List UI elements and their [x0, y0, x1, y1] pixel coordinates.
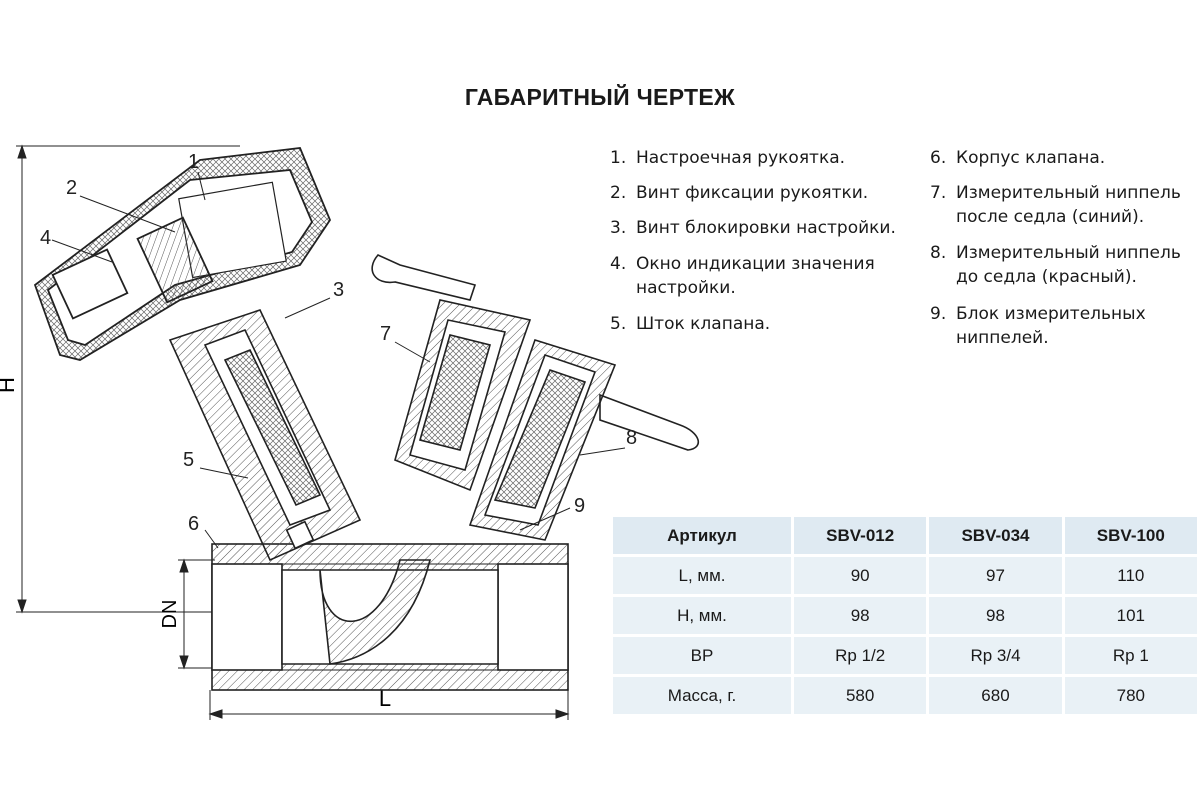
- valve-body: [211, 543, 569, 691]
- specs-table: Артикул SBV-012 SBV-034 SBV-100 L, мм. 9…: [610, 514, 1200, 717]
- legend-text: Блок измерительных: [956, 304, 1146, 324]
- table-cell: 680: [929, 677, 1062, 714]
- table-cell: L, мм.: [613, 557, 791, 594]
- table-cell: 101: [1064, 597, 1197, 634]
- table-cell: 97: [929, 557, 1062, 594]
- callout-5: 5: [183, 449, 194, 471]
- legend-text: Измерительный ниппель: [956, 183, 1181, 203]
- callout-1: 1: [188, 151, 199, 173]
- legend-item-5: 5. Шток клапана.: [610, 312, 770, 336]
- table-row: L, мм. 90 97 110: [613, 557, 1197, 594]
- table-cell: 90: [794, 557, 927, 594]
- legend-text: Шток клапана.: [636, 314, 771, 334]
- legend-text-cont: настройки.: [636, 278, 736, 298]
- dimension-h-label: H: [0, 377, 19, 393]
- legend-num: 3.: [610, 218, 627, 238]
- legend-num: 2.: [610, 183, 627, 203]
- table-cell: Rp 1/2: [794, 637, 927, 674]
- dimension-l: [208, 690, 570, 720]
- legend-num: 9.: [930, 304, 947, 324]
- callout-3: 3: [333, 279, 344, 301]
- legend-text: Винт фиксации рукоятки.: [636, 183, 869, 203]
- legend-item-2: 2. Винт фиксации рукоятки.: [610, 181, 868, 205]
- table-cell: Rp 3/4: [929, 637, 1062, 674]
- callout-6: 6: [188, 513, 199, 535]
- table-header-row: Артикул SBV-012 SBV-034 SBV-100: [613, 517, 1197, 554]
- table-cell: 98: [794, 597, 927, 634]
- legend-text-cont: ниппелей.: [956, 328, 1049, 348]
- legend-text: Настроечная рукоятка.: [636, 148, 846, 168]
- legend-text-cont: до седла (красный).: [956, 267, 1137, 287]
- dimension-dn-label: DN: [159, 600, 181, 629]
- dimension-h: [16, 144, 240, 614]
- page-title: ГАБАРИТНЫЙ ЧЕРТЕЖ: [464, 84, 736, 110]
- legend-num: 7.: [930, 183, 947, 203]
- table-cell: 98: [929, 597, 1062, 634]
- legend-num: 8.: [930, 243, 947, 263]
- table-cell: 580: [794, 677, 927, 714]
- table-cell: Rp 1: [1064, 637, 1197, 674]
- callout-2: 2: [66, 177, 77, 199]
- legend-item-9: 9. Блок измерительных ниппелей.: [930, 302, 1146, 350]
- legend-item-3: 3. Винт блокировки настройки.: [610, 216, 896, 240]
- table-cell: BP: [613, 637, 791, 674]
- legend-item-8: 8. Измерительный ниппель до седла (красны…: [930, 241, 1181, 289]
- table-row: Масса, г. 580 680 780: [613, 677, 1197, 714]
- table-header-cell: SBV-012: [794, 517, 927, 554]
- legend-num: 5.: [610, 314, 627, 334]
- legend-text: Окно индикации значения: [636, 254, 875, 274]
- table-header-cell: SBV-034: [929, 517, 1062, 554]
- callout-labels: 1 2 3 4 5 6 7 8 9: [40, 151, 637, 535]
- table-cell: 110: [1064, 557, 1197, 594]
- leader-lines: [51, 171, 626, 549]
- legend-text: Корпус клапана.: [956, 148, 1106, 168]
- legend-item-1: 1. Настроечная рукоятка.: [610, 146, 845, 170]
- dimension-l-label: L: [379, 686, 391, 711]
- legend-text: Винт блокировки настройки.: [636, 218, 896, 238]
- legend-item-6: 6. Корпус клапана.: [930, 146, 1105, 170]
- valve-bonnet: [168, 309, 362, 562]
- dimension-dn: [178, 558, 215, 670]
- callout-8: 8: [626, 427, 637, 449]
- table-cell: H, мм.: [613, 597, 791, 634]
- table-row: H, мм. 98 98 101: [613, 597, 1197, 634]
- setting-handle: [33, 147, 332, 361]
- legend-item-4: 4. Окно индикации значения настройки.: [610, 252, 875, 300]
- callout-7: 7: [380, 323, 391, 345]
- callout-4: 4: [40, 227, 51, 249]
- legend-text-cont: после седла (синий).: [956, 207, 1145, 227]
- legend-num: 6.: [930, 148, 947, 168]
- table-cell: 780: [1064, 677, 1197, 714]
- table-header-cell: Артикул: [613, 517, 791, 554]
- callout-9: 9: [574, 495, 585, 517]
- table-row: BP Rp 1/2 Rp 3/4 Rp 1: [613, 637, 1197, 674]
- table-header-cell: SBV-100: [1064, 517, 1197, 554]
- table-cell: Масса, г.: [613, 677, 791, 714]
- nipple-8: [468, 339, 700, 541]
- nipple-7: [371, 254, 532, 492]
- legend-num: 1.: [610, 148, 627, 168]
- legend-num: 4.: [610, 254, 627, 274]
- legend-item-7: 7. Измерительный ниппель после седла (син…: [930, 181, 1181, 229]
- legend-text: Измерительный ниппель: [956, 243, 1181, 263]
